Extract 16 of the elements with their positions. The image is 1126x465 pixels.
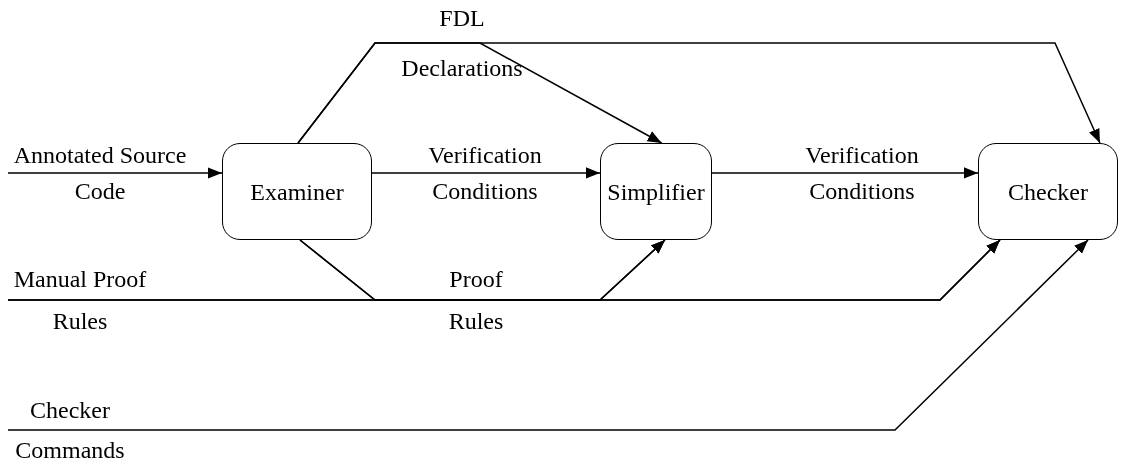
edge-label: Annotated Source Code: [12, 141, 188, 206]
edge-label: Proof Rules: [447, 265, 505, 336]
edge-label: Verification Conditions: [804, 141, 920, 206]
process-box: Checker: [978, 143, 1118, 240]
arrow: [371, 167, 601, 179]
process-box: Simplifier: [600, 143, 712, 240]
arrow: [711, 167, 979, 179]
edge-label: Checker Commands: [14, 396, 126, 465]
edge-label: FDL Declarations: [400, 4, 524, 83]
edge-label: Verification Conditions: [427, 141, 543, 206]
edge-label: Manual Proof Rules: [12, 265, 148, 336]
arrow: [297, 42, 1101, 144]
arrow: [7, 239, 1089, 431]
arrow: [7, 239, 1001, 301]
process-box: Examiner: [222, 143, 372, 240]
arrow: [7, 167, 223, 179]
